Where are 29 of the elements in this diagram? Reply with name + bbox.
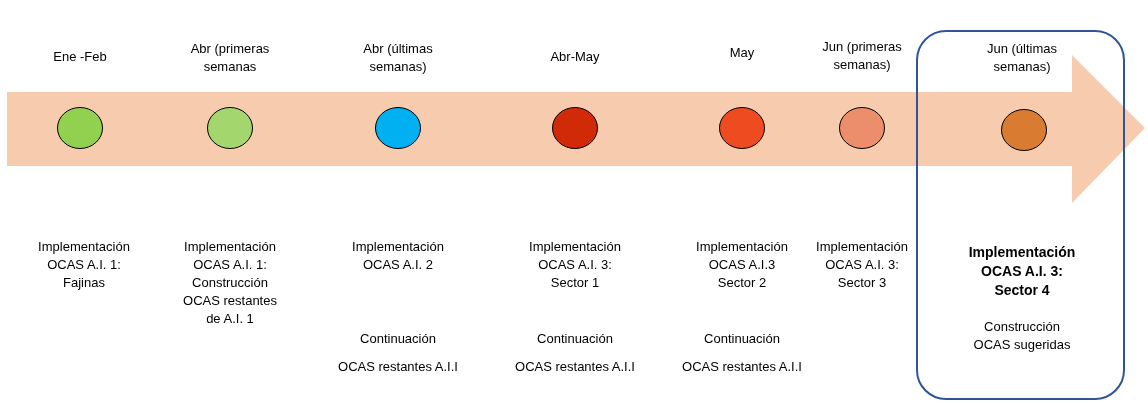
date-label: Ene -Feb	[52, 48, 108, 66]
highlight-frame	[916, 30, 1125, 400]
task-label: Implementación OCAS A.I. 2	[351, 238, 445, 274]
milestone-circle	[1001, 109, 1047, 151]
milestone-circle	[375, 107, 421, 149]
task-label: Implementación OCAS A.I. 1: Construcción OCAS restantes de A.I. 1	[182, 238, 278, 328]
task-label: Implementación OCAS A.I. 3: Sector 1	[528, 238, 622, 292]
task-label: Implementación OCAS A.I. 1: Fajinas	[37, 238, 131, 292]
date-label: May	[728, 44, 756, 62]
task-label: Continuación	[536, 330, 614, 348]
task-label: Continuación	[359, 330, 437, 348]
milestone-circle	[57, 107, 103, 149]
task-label: Construcción OCAS sugeridas	[972, 318, 1072, 354]
task-label: OCAS restantes A.I.I	[337, 358, 459, 376]
task-label: OCAS restantes A.I.I	[681, 358, 803, 376]
date-label: Abr-May	[549, 48, 601, 66]
milestone-circle	[552, 107, 598, 149]
task-label: OCAS restantes A.I.I	[514, 358, 636, 376]
task-label: Continuación	[703, 330, 781, 348]
date-label: Jun (primeras semanas)	[821, 38, 903, 74]
milestone-circle	[719, 107, 765, 149]
task-label: Implementación OCAS A.I. 3: Sector 4	[967, 243, 1077, 300]
date-label: Abr (primeras semanas	[189, 40, 271, 76]
milestone-circle	[207, 107, 253, 149]
date-label: Jun (últimas semanas)	[985, 40, 1059, 76]
date-label: Abr (últimas semanas)	[362, 40, 434, 76]
task-label: Implementación OCAS A.I. 3: Sector 3	[815, 238, 909, 292]
task-label: Implementación OCAS A.I.3 Sector 2	[695, 238, 789, 292]
milestone-circle	[839, 107, 885, 149]
